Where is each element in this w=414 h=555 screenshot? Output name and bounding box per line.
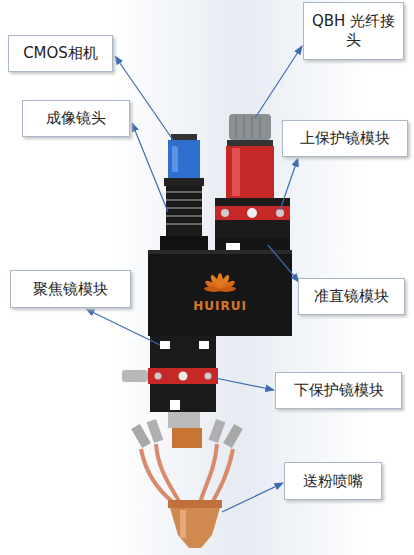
imaging-lens (166, 186, 202, 236)
camera (172, 146, 178, 172)
focusing-body (148, 250, 292, 336)
qbh-connector (227, 140, 273, 146)
part-name: 聚焦镜模块 (33, 280, 108, 299)
part-name: 下保护镜模块 (294, 381, 384, 400)
focusing-body (148, 250, 292, 336)
upper-protective-lens-module (276, 209, 284, 217)
qbh-connector (260, 116, 261, 138)
qbh-connector (226, 114, 274, 198)
leader-line (280, 158, 298, 210)
powder-nozzle (131, 412, 243, 548)
callout-box: 上保护镜模块 (282, 120, 408, 157)
leader-line (222, 483, 283, 512)
imaging-lens (166, 191, 202, 193)
callout-box: 聚焦镜模块 (10, 270, 131, 308)
upper-protective-lens-module (215, 198, 290, 238)
upper-protective-lens-module (215, 198, 290, 238)
collimator-module (226, 243, 240, 251)
camera (171, 134, 197, 141)
focusing-body (148, 250, 292, 254)
powder-nozzle (200, 444, 217, 503)
imaging-lens (166, 207, 202, 209)
camera (168, 140, 200, 178)
logo-mark (204, 286, 220, 292)
lower-protective-lens-module (170, 400, 180, 410)
leader-line (255, 46, 302, 118)
qbh-connector (252, 116, 253, 138)
callout-box: QBH 光纤接头 (303, 2, 404, 60)
powder-nozzle (170, 508, 220, 548)
leader-line (268, 245, 299, 282)
lower-protective-lens-module (150, 336, 216, 370)
lower-protective-lens-module (148, 368, 218, 384)
lower-protective-lens-module (205, 373, 212, 380)
powder-nozzle (141, 449, 174, 503)
leader-line (132, 123, 168, 212)
powder-nozzle (168, 500, 222, 508)
upper-protective-lens-module (221, 209, 229, 217)
leader-line (86, 309, 160, 345)
imaging-lens (166, 199, 202, 201)
powder-nozzle (180, 510, 186, 538)
part-name: CMOS相机 (23, 44, 98, 63)
logo-mark (218, 279, 237, 293)
imaging-lens (164, 178, 204, 186)
powder-nozzle (131, 424, 151, 448)
powder-nozzle (156, 444, 180, 503)
callout-box: CMOS相机 (8, 35, 113, 72)
lower-protective-lens-module (122, 336, 218, 412)
lower-protective-lens-module (122, 370, 148, 382)
logo-mark (204, 279, 223, 293)
imaging-lens (160, 236, 208, 250)
powder-nozzle (172, 428, 202, 448)
qbh-connector (226, 146, 274, 198)
powder-nozzle (147, 419, 164, 443)
imaging-lens (160, 178, 208, 250)
lower-protective-lens-module (179, 372, 188, 381)
imaging-lens (166, 223, 202, 225)
logo-mark (220, 286, 236, 292)
part-name: QBH 光纤接头 (308, 12, 399, 50)
powder-nozzle (168, 412, 200, 428)
powder-nozzle (209, 419, 226, 443)
powder-nozzle (212, 449, 233, 503)
leader-line (215, 378, 274, 390)
part-name: 成像镜头 (46, 109, 106, 128)
brand-logo-text: HUIRUI (175, 299, 265, 313)
part-name: 上保护镜模块 (300, 129, 390, 148)
qbh-connector (229, 114, 271, 140)
logo-mark (204, 273, 236, 293)
lower-protective-lens-module (150, 384, 216, 412)
callout-box: 下保护镜模块 (275, 372, 402, 409)
lower-protective-lens-module (155, 373, 162, 380)
powder-nozzle (223, 424, 243, 448)
upper-protective-lens-module (215, 206, 290, 220)
imaging-lens (166, 215, 202, 217)
upper-protective-lens-module (247, 208, 257, 218)
lower-protective-lens-module (160, 341, 170, 349)
callout-box: 送粉喷嘴 (284, 462, 382, 500)
callout-box: 成像镜头 (22, 100, 130, 137)
qbh-connector (232, 148, 240, 196)
callout-box: 准直镜模块 (298, 278, 405, 315)
qbh-connector (244, 116, 245, 138)
part-name: 准直镜模块 (314, 287, 389, 306)
part-name: 送粉喷嘴 (303, 472, 363, 491)
qbh-connector (236, 116, 237, 138)
lower-protective-lens-module (199, 341, 209, 349)
